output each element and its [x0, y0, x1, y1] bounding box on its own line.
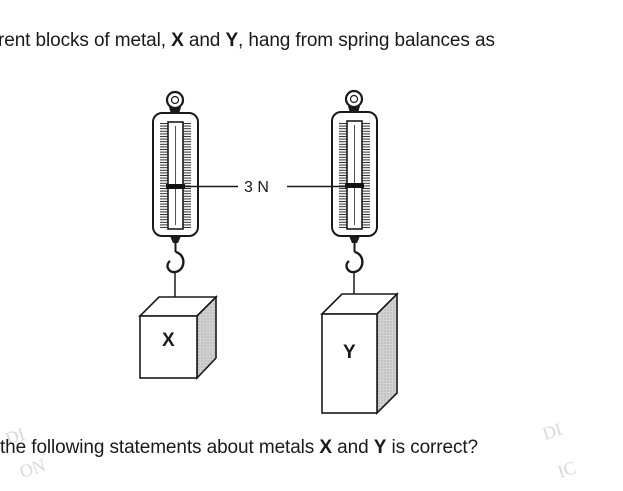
spring-balance-x	[152, 90, 199, 297]
question-part-2: and	[331, 437, 374, 458]
block-y-front	[321, 313, 378, 414]
question-metal-x: X	[319, 437, 332, 458]
pointer	[345, 183, 364, 188]
block-x-front	[139, 315, 198, 379]
block-x: X	[138, 295, 218, 381]
question-text: the following statements about metals X …	[0, 437, 478, 459]
intro-text: rent blocks of metal, X and Y, hang from…	[0, 30, 495, 52]
question-part-3: is correct?	[386, 437, 479, 458]
hook	[345, 250, 364, 274]
pointer	[166, 184, 185, 189]
reading-label: 3 N	[244, 179, 269, 196]
block-x-label: X	[162, 330, 175, 351]
intro-part-3: , hang from spring balances as	[238, 30, 495, 51]
block-y: Y	[320, 292, 399, 415]
intro-metal-y: Y	[225, 30, 239, 51]
question-part-1: the following statements about metals	[0, 437, 320, 458]
watermark-right-2: IC	[555, 457, 578, 482]
intro-metal-x: X	[171, 30, 184, 51]
block-y-side	[376, 292, 398, 415]
intro-part-2: and	[183, 30, 226, 51]
watermark-right: DI	[540, 419, 564, 444]
spring-balance-y	[331, 89, 378, 294]
top-ring	[344, 89, 364, 109]
hook	[166, 250, 185, 274]
top-ring	[165, 90, 185, 110]
reading-annotation: 3 N	[182, 179, 350, 196]
block-y-label: Y	[343, 342, 356, 363]
intro-part-1: rent blocks of metal,	[0, 30, 172, 51]
question-metal-y: Y	[373, 437, 387, 458]
